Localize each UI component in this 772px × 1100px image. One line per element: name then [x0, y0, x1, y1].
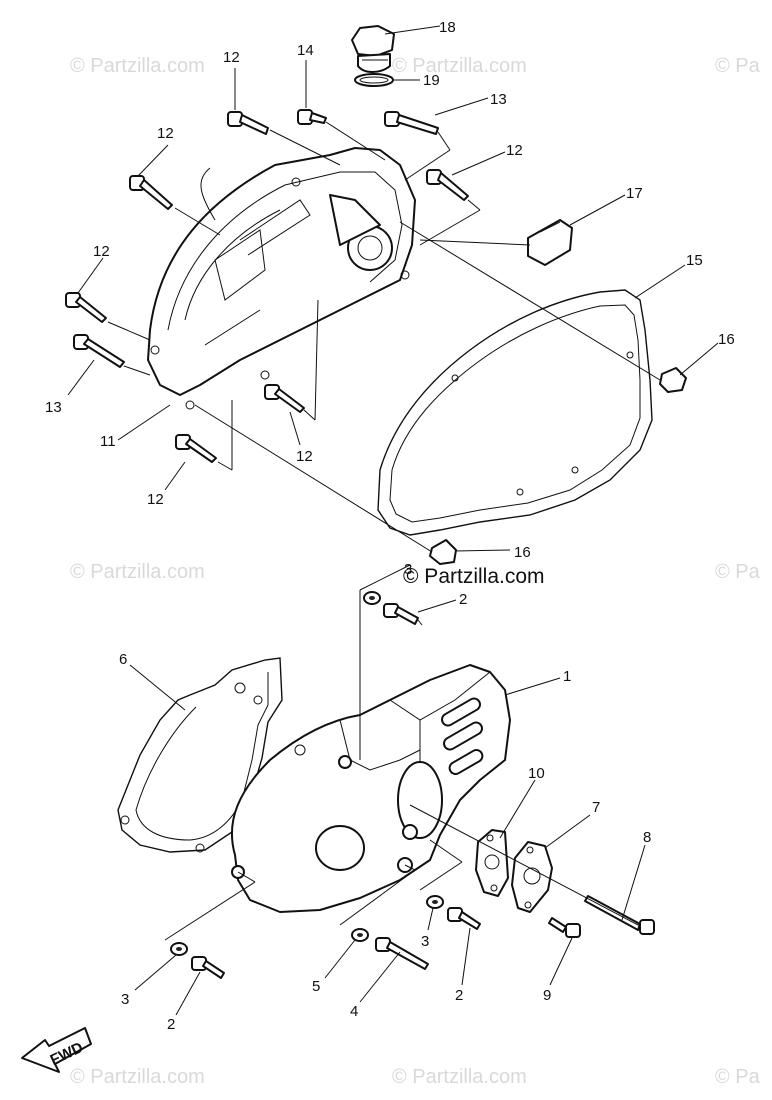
watermark: © Pa: [715, 55, 761, 77]
callout-12: 12: [296, 448, 313, 465]
part-17-damper: [527, 219, 573, 266]
leader-lines-upper: [67, 25, 719, 553]
watermark: © Pa: [715, 561, 761, 583]
callout-3: 3: [404, 561, 412, 578]
part-11-crankcase-cover: [147, 147, 416, 410]
watermark: © Partzilla.com: [70, 561, 205, 583]
callout-10: 10: [528, 765, 545, 782]
callout-2: 2: [459, 591, 467, 608]
callout-12: 12: [223, 49, 240, 66]
part-7-cover: [511, 841, 553, 913]
callout-3: 3: [121, 991, 129, 1008]
callout-1: 1: [563, 668, 571, 685]
callout-12: 12: [506, 142, 523, 159]
watermark: © Partzilla.com: [70, 55, 205, 77]
callout-17: 17: [626, 185, 643, 202]
part-15-gasket: [377, 289, 653, 536]
callout-7: 7: [592, 799, 600, 816]
part-1-crankcase-cover: [230, 664, 511, 913]
part-10-gasket: [475, 829, 509, 897]
callout-19: 19: [423, 72, 440, 89]
leader-lines-lower: [129, 564, 646, 1016]
callout-4: 4: [350, 1003, 358, 1020]
watermark-center: © Partzilla.com: [403, 565, 545, 588]
callout-16: 16: [514, 544, 531, 561]
callout-11: 11: [100, 433, 116, 450]
callout-12: 12: [157, 125, 174, 142]
callout-9: 9: [543, 987, 551, 1004]
watermark: © Pa: [715, 1066, 761, 1088]
bolt-group-upper: [65, 109, 687, 565]
callout-12: 12: [93, 243, 110, 260]
part-19-o-ring-inner: [359, 76, 389, 84]
part-18-filler-cap: [351, 25, 395, 73]
callout-12: 12: [147, 491, 164, 508]
callout-13: 13: [45, 399, 62, 416]
bolt-group-lower: [170, 591, 655, 979]
callout-8: 8: [643, 829, 651, 846]
callout-18: 18: [439, 19, 456, 36]
watermark: © Partzilla.com: [392, 55, 527, 77]
callout-16: 16: [718, 331, 735, 348]
part-19-o-ring: [354, 73, 394, 87]
callout-2: 2: [455, 987, 463, 1004]
callout-6: 6: [119, 651, 127, 668]
callout-labels: 18 19 13 12 17 15 16 12 14 12 12 13 11 1…: [45, 19, 735, 1033]
callout-15: 15: [686, 252, 703, 269]
watermark: © Partzilla.com: [70, 1066, 205, 1088]
callout-3: 3: [421, 933, 429, 950]
callout-5: 5: [312, 978, 320, 995]
watermark-layer: © Partzilla.com © Partzilla.com © Pa © P…: [70, 55, 761, 1088]
callout-2: 2: [167, 1016, 175, 1033]
callout-14: 14: [297, 42, 314, 59]
callout-13: 13: [490, 91, 507, 108]
watermark: © Partzilla.com: [392, 1066, 527, 1088]
